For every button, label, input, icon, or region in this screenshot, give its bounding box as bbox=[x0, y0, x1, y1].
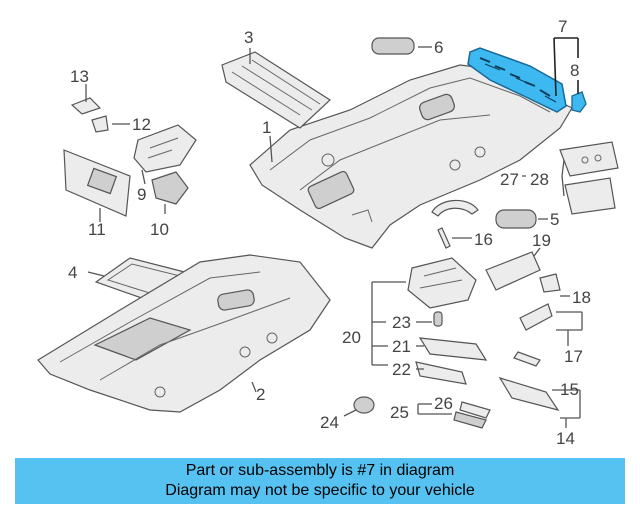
callout-15: 15 bbox=[560, 380, 579, 399]
callout-10: 10 bbox=[150, 220, 169, 239]
part-5-lens bbox=[495, 209, 537, 229]
banner-line-1: Part or sub-assembly is #7 in diagram bbox=[185, 462, 455, 479]
part-15-lamp bbox=[498, 351, 560, 411]
callout-16: 16 bbox=[474, 230, 493, 249]
callout-22: 22 bbox=[392, 360, 411, 379]
part-7-highlighted[interactable] bbox=[467, 47, 567, 113]
callout-18: 18 bbox=[572, 288, 591, 307]
part-28-console bbox=[559, 141, 619, 215]
callout-9: 9 bbox=[137, 185, 146, 204]
part-23-bulb bbox=[433, 311, 443, 327]
part-20-console-assembly bbox=[407, 257, 477, 309]
callout-11: 11 bbox=[88, 220, 106, 239]
callout-19: 19 bbox=[532, 231, 551, 250]
callout-24: 24 bbox=[320, 413, 339, 432]
part-18-connector bbox=[519, 273, 561, 331]
part-10-bracket bbox=[151, 171, 189, 205]
part-16-grab-handle bbox=[431, 199, 479, 249]
part-21-lens bbox=[418, 337, 488, 361]
callout-2: 2 bbox=[256, 385, 265, 404]
part-8-clip bbox=[571, 91, 587, 113]
callout-17: 17 bbox=[564, 347, 583, 366]
leader-lines bbox=[85, 37, 583, 428]
headliner-upper bbox=[249, 64, 573, 249]
info-banner: Part or sub-assembly is #7 in diagram Di… bbox=[15, 458, 625, 504]
callout-labels: 3 6 7 8 1 13 12 9 11 10 27 28 5 16 19 4 … bbox=[68, 17, 591, 448]
callout-28: 28 bbox=[530, 170, 549, 189]
callout-7: 7 bbox=[558, 17, 567, 36]
part-6-lens bbox=[371, 37, 415, 55]
callout-4: 4 bbox=[68, 263, 77, 282]
part-12-clip bbox=[91, 115, 109, 133]
callout-14: 14 bbox=[556, 429, 575, 448]
part-11-sun-visor bbox=[63, 149, 131, 217]
callout-20: 20 bbox=[342, 328, 361, 347]
part-26-switch bbox=[453, 401, 491, 429]
banner-line-2: Diagram may not be specific to your vehi… bbox=[165, 482, 475, 499]
callout-25: 25 bbox=[390, 403, 409, 422]
part-24-button bbox=[353, 396, 375, 414]
callout-6: 6 bbox=[434, 38, 443, 57]
callout-26: 26 bbox=[434, 394, 453, 413]
callout-27: 27 bbox=[500, 170, 519, 189]
callout-8: 8 bbox=[570, 61, 579, 80]
headliner-lower bbox=[37, 254, 331, 413]
callout-23: 23 bbox=[392, 313, 411, 332]
part-22-lens bbox=[415, 361, 467, 385]
part-19-bracket bbox=[485, 251, 541, 291]
callout-5: 5 bbox=[550, 210, 559, 229]
callout-21: 21 bbox=[392, 337, 411, 356]
callout-3: 3 bbox=[244, 28, 253, 47]
part-9-housing bbox=[133, 124, 197, 173]
part-3-panel bbox=[221, 51, 331, 129]
callout-12: 12 bbox=[132, 115, 151, 134]
callout-13: 13 bbox=[70, 67, 89, 86]
callout-1: 1 bbox=[262, 118, 271, 137]
part-13-clip bbox=[70, 97, 102, 115]
